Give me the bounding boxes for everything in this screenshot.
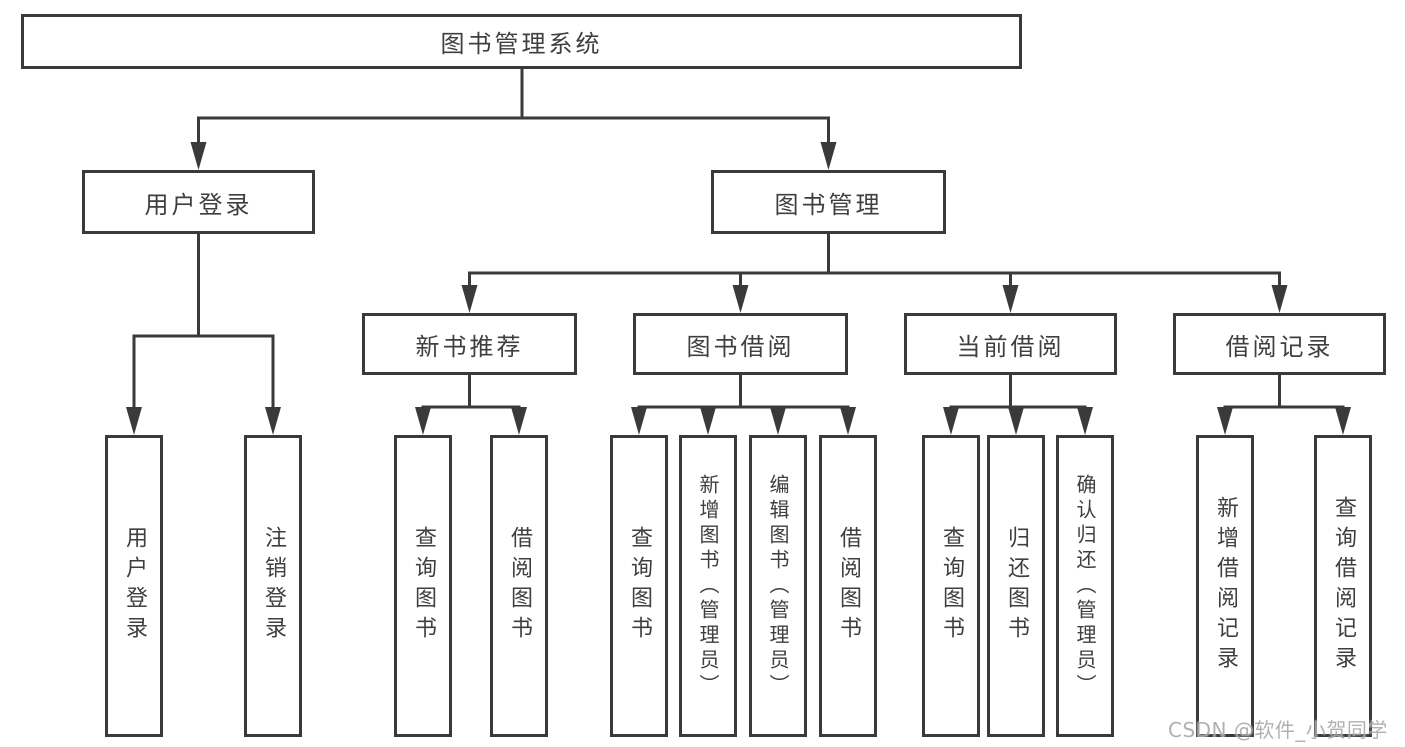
leaf-current-query-books: 查询图书: [922, 435, 980, 737]
leaf-current-confirm-return-admin: 确认归还（管理员）: [1056, 435, 1114, 737]
leaf-logout: 注销登录: [244, 435, 302, 737]
node-book-borrow: 图书借阅: [633, 313, 848, 375]
leaf-records-add-record: 新增借阅记录: [1196, 435, 1254, 737]
node-user-login: 用户登录: [82, 170, 315, 234]
node-borrow-records: 借阅记录: [1173, 313, 1386, 375]
csdn-watermark: CSDN @软件_小贺同学: [1168, 718, 1388, 742]
leaf-recommend-borrow-books: 借阅图书: [490, 435, 548, 737]
leaf-borrow-edit-books-admin: 编辑图书（管理员）: [749, 435, 807, 737]
node-book-management: 图书管理: [711, 170, 946, 234]
leaf-recommend-query-books: 查询图书: [394, 435, 452, 737]
node-current-borrow: 当前借阅: [904, 313, 1117, 375]
node-new-book-recommend: 新书推荐: [362, 313, 577, 375]
arrowheads: [126, 142, 1351, 435]
leaf-records-query-record: 查询借阅记录: [1314, 435, 1372, 737]
leaf-current-return-books: 归还图书: [987, 435, 1045, 737]
leaf-user-login: 用户登录: [105, 435, 163, 737]
leaf-borrow-query-books: 查询图书: [610, 435, 668, 737]
leaf-borrow-borrow-books: 借阅图书: [819, 435, 877, 737]
root-node-library-management-system: 图书管理系统: [21, 14, 1022, 69]
leaf-borrow-add-books-admin: 新增图书（管理员）: [679, 435, 737, 737]
